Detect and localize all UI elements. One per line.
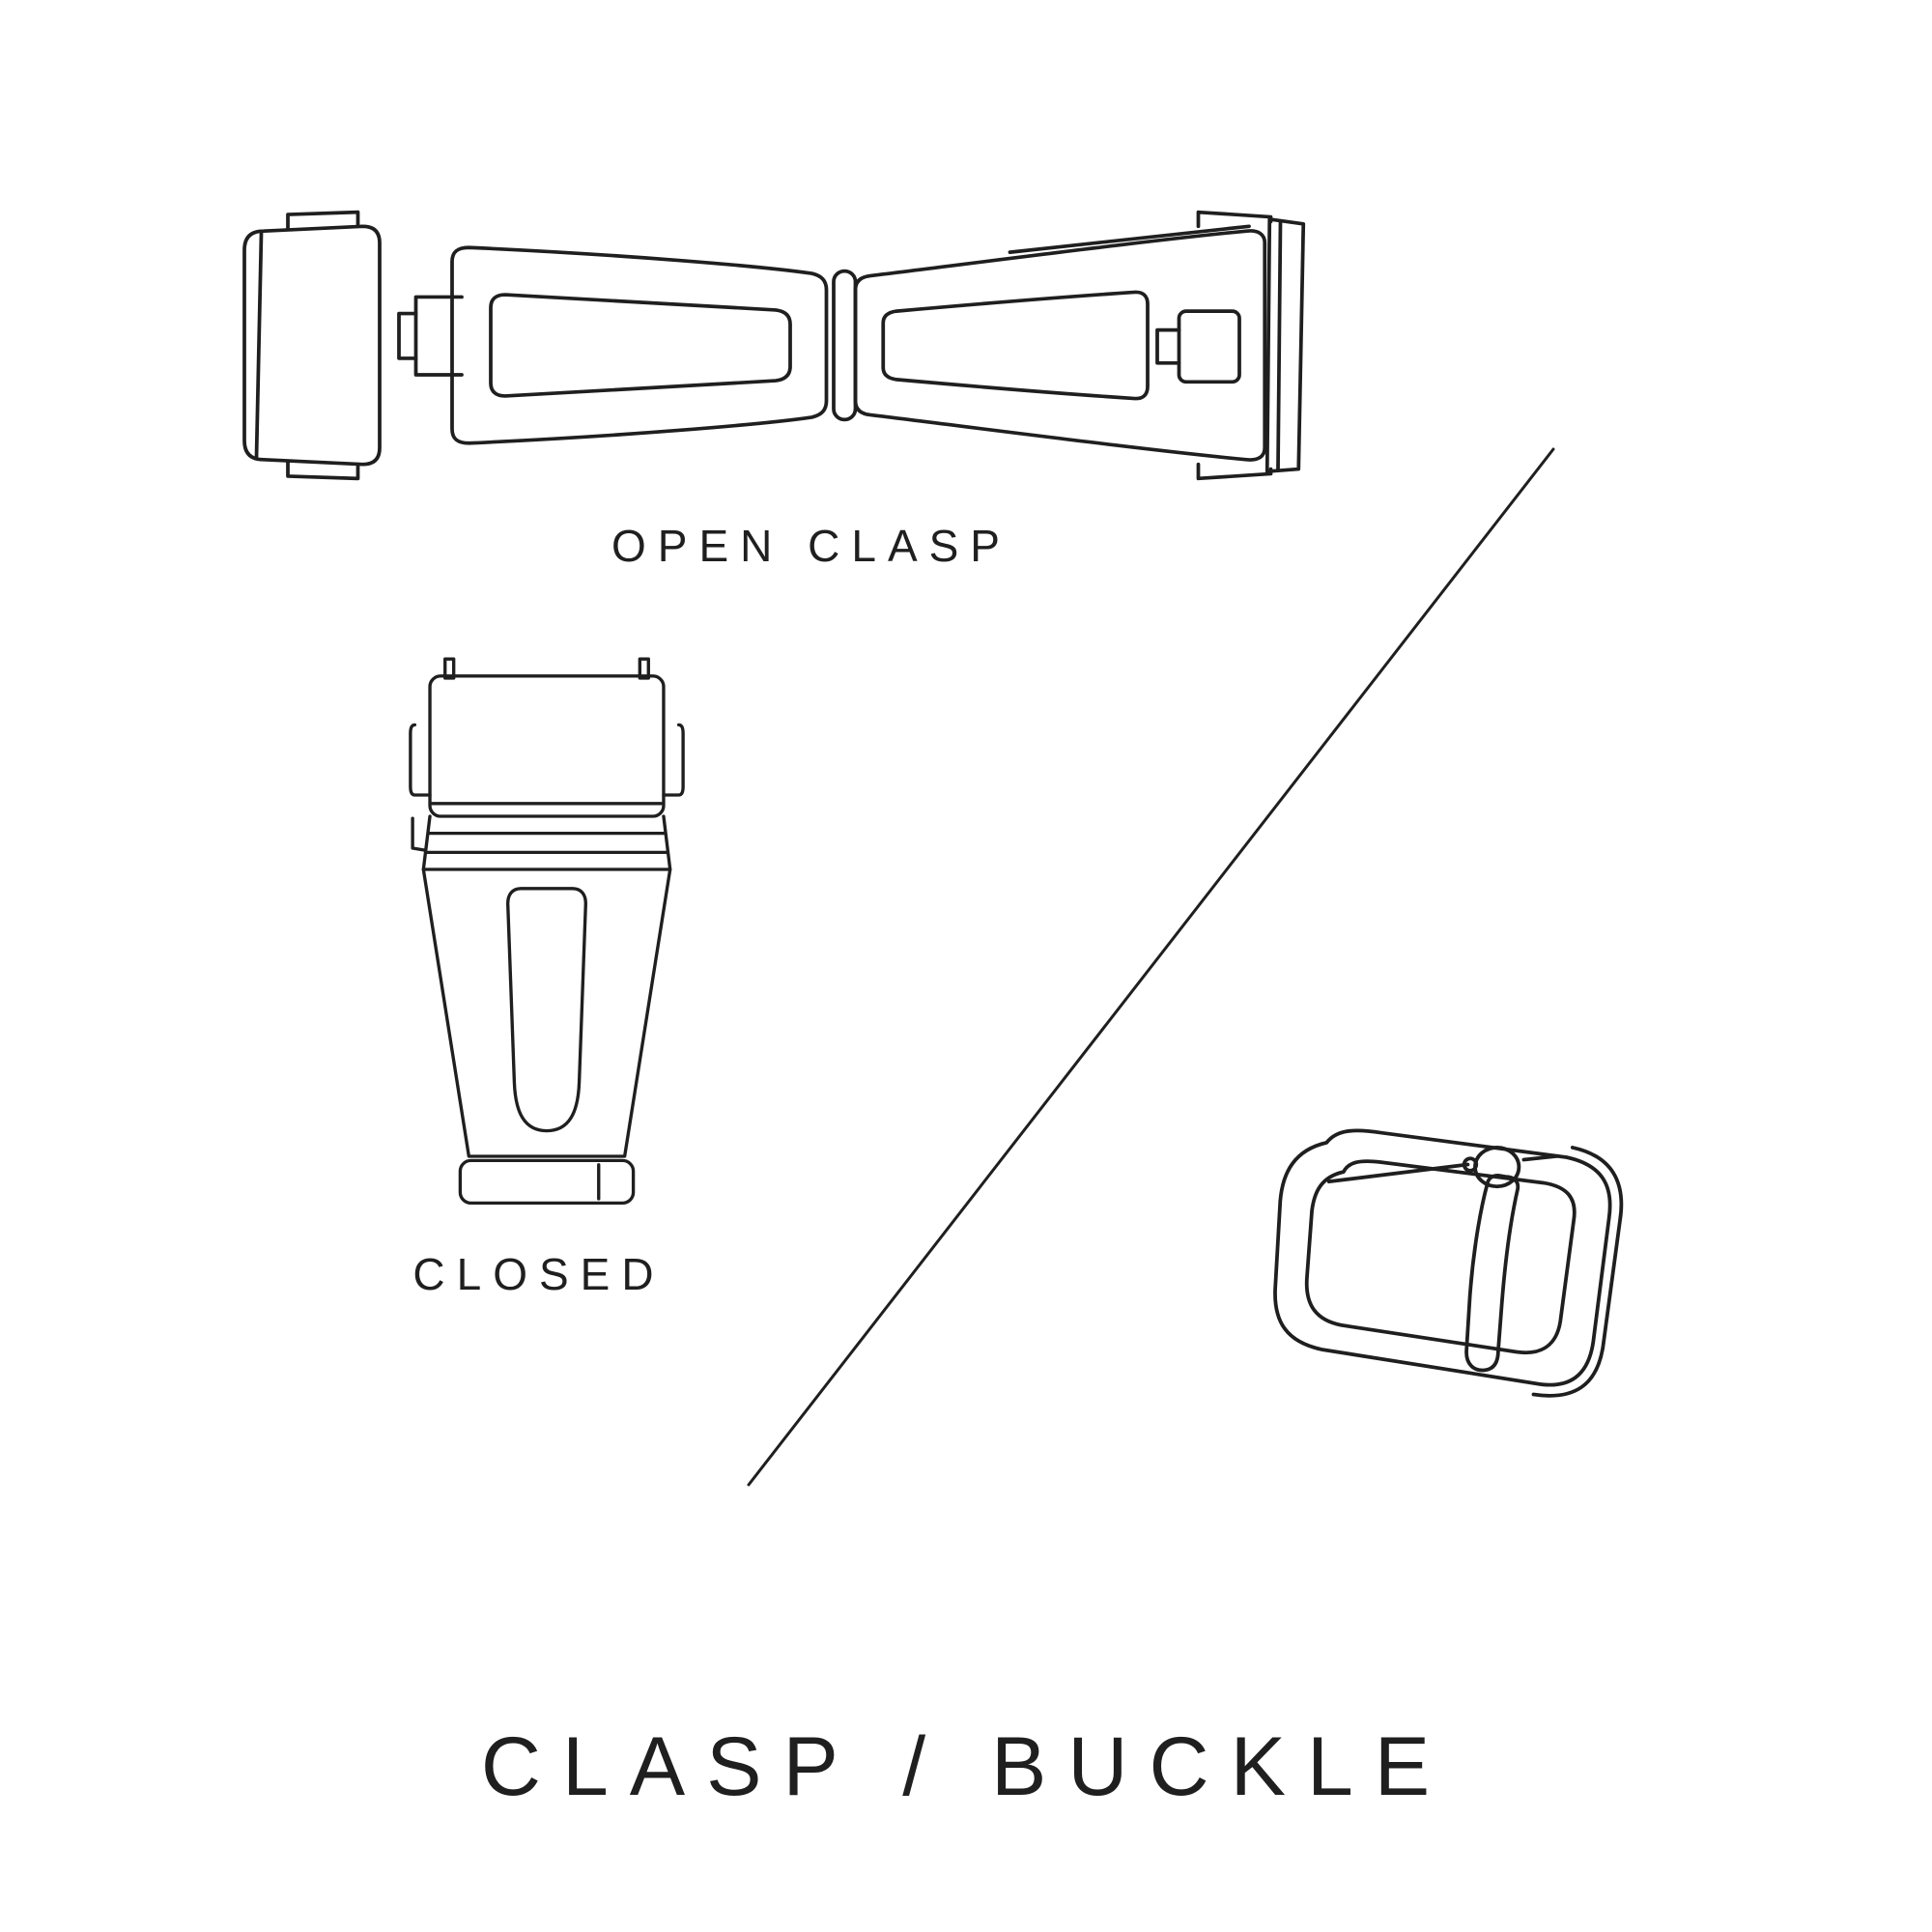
closed-label: CLOSED xyxy=(412,1249,666,1299)
closed-clasp-band xyxy=(411,814,672,871)
closed-clasp-body xyxy=(421,867,672,1158)
closed-clasp-prongs xyxy=(443,657,650,680)
open-clasp-left-cover xyxy=(242,210,382,481)
closed-clasp-head xyxy=(409,674,685,818)
closed-clasp-illustration xyxy=(409,657,685,1206)
page-title: CLASP / BUCKLE xyxy=(480,1720,1452,1813)
open-clasp-right-arm xyxy=(853,224,1267,462)
buckle-frame xyxy=(1273,1128,1624,1398)
open-clasp-hook xyxy=(397,295,464,377)
open-clasp-illustration xyxy=(242,210,1306,481)
open-clasp-label: OPEN CLASP xyxy=(611,521,1011,571)
open-clasp-right-latch xyxy=(1155,309,1241,384)
open-clasp-end-link xyxy=(1196,210,1306,481)
buckle-prong xyxy=(1464,1146,1521,1373)
tang-buckle-illustration xyxy=(1273,1128,1624,1398)
closed-clasp-end-bar xyxy=(458,1158,636,1206)
open-clasp-left-arm xyxy=(450,245,829,445)
